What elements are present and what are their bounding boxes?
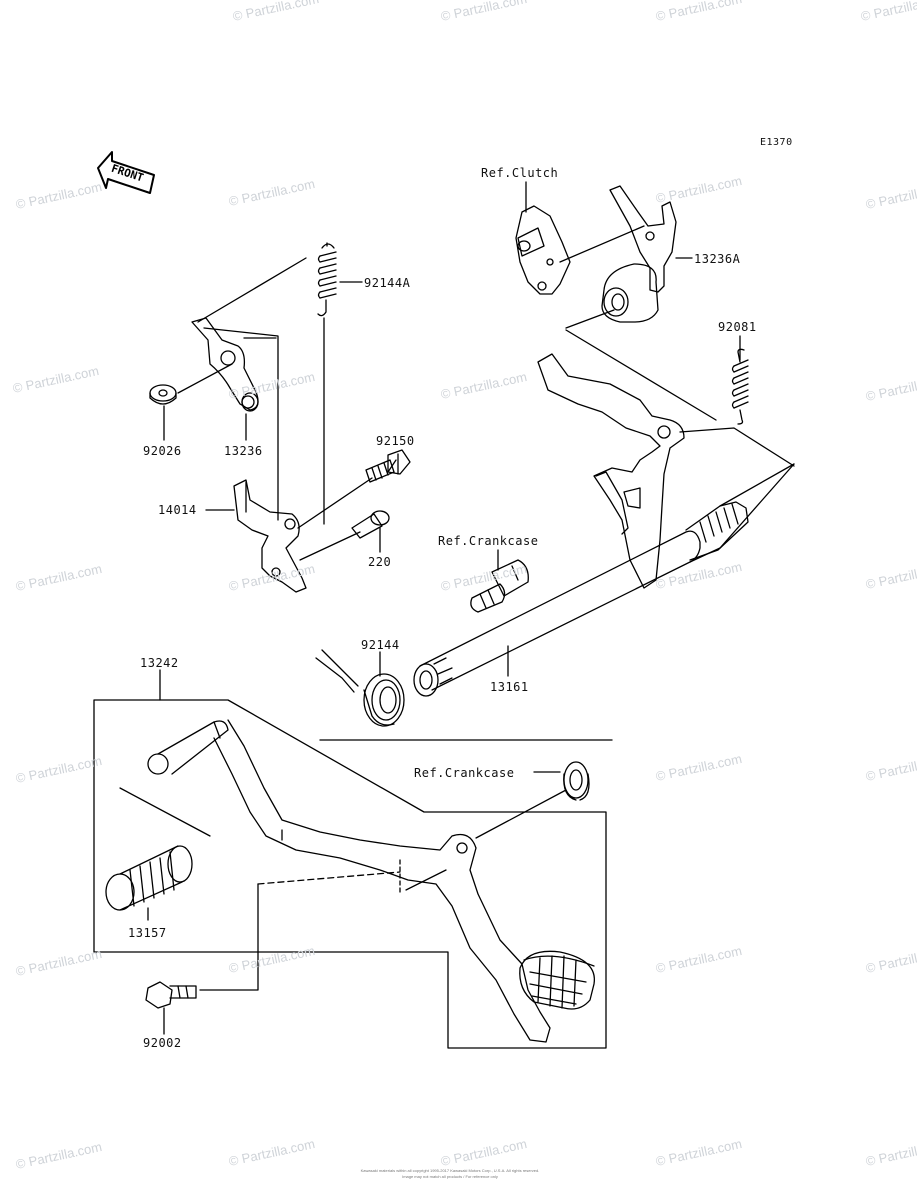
- part-label-92144a: 92144A: [364, 276, 411, 290]
- part-label-220: 220: [368, 555, 392, 569]
- ref-crankcase-upper-label: Ref.Crankcase: [438, 534, 539, 548]
- part-label-92150: 92150: [376, 434, 415, 448]
- bracket-14014: [233, 479, 307, 593]
- part-label-92144: 92144: [361, 638, 400, 652]
- part-label-92081: 92081: [718, 320, 757, 334]
- footer-copyright: Kawasaki materials within all copyright …: [360, 1168, 540, 1173]
- part-label-92002: 92002: [143, 1036, 182, 1050]
- bolt-92150: [365, 449, 411, 483]
- bolt-92002: [145, 981, 197, 1009]
- washer-92026: [149, 384, 177, 405]
- ref-crankcase-lower-label: Ref.Crankcase: [414, 766, 515, 780]
- bolt-220: [351, 510, 390, 539]
- lever-13236: [191, 317, 259, 412]
- footer-note: Image may not match all products / For r…: [402, 1174, 498, 1179]
- part-label-92026: 92026: [143, 444, 182, 458]
- lever-13236a: [601, 185, 677, 323]
- part-label-13236: 13236: [224, 444, 263, 458]
- part-label-13157: 13157: [128, 926, 167, 940]
- crankcase-pin: [470, 559, 529, 613]
- spring-92144: [315, 649, 405, 727]
- shift-pedal: [213, 719, 595, 1043]
- washer-crankcase: [563, 761, 590, 801]
- part-label-14014: 14014: [158, 503, 197, 517]
- part-label-13161: 13161: [490, 680, 529, 694]
- part-label-13236a: 13236A: [694, 252, 741, 266]
- diagram-code: E1370: [760, 137, 793, 148]
- foot-peg-13242: [147, 720, 229, 775]
- clutch-ref-part: [515, 205, 571, 295]
- rubber-13157: [105, 845, 193, 911]
- spring-92081: [731, 348, 749, 425]
- shift-shaft-13161: [413, 353, 795, 697]
- ref-clutch-label: Ref.Clutch: [481, 166, 559, 180]
- part-label-13242: 13242: [140, 656, 179, 670]
- front-arrow-icon: [97, 151, 155, 194]
- spring-92144a: [317, 242, 337, 317]
